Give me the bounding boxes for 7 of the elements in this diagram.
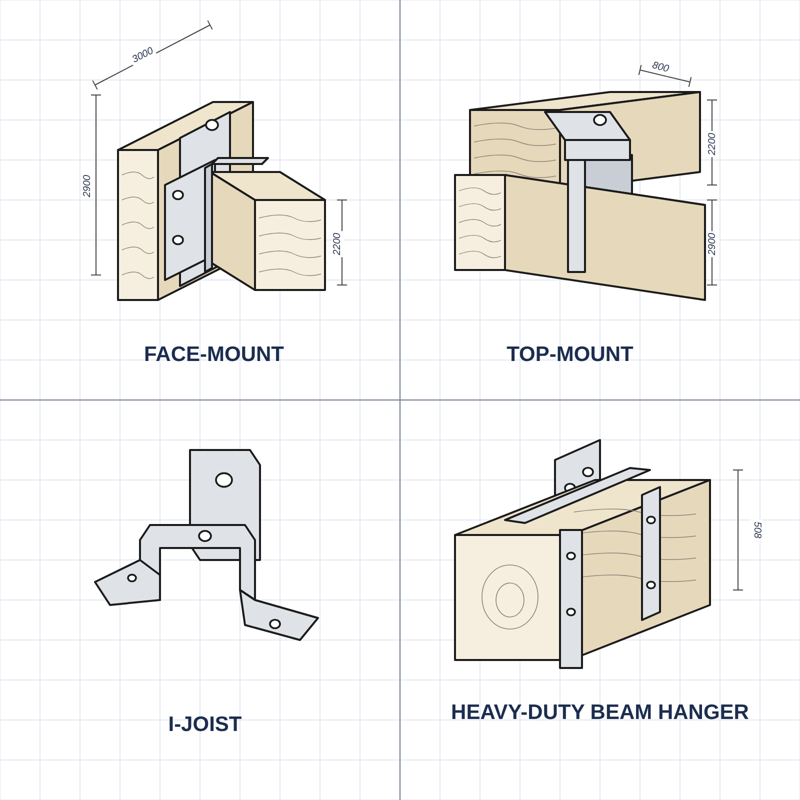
hanger-type-title: I-JOIST [167, 712, 243, 738]
dimension-label: 2200 [332, 230, 344, 258]
dimension-label: 2900 [707, 230, 720, 258]
hanger-type-title: TOP-MOUNT [506, 342, 634, 368]
hanger-type-title: FACE-MOUNT [143, 342, 285, 368]
hanger-type-title: HEAVY-DUTY BEAM HANGER [450, 700, 750, 726]
dimension-label: 508 [750, 520, 762, 540]
